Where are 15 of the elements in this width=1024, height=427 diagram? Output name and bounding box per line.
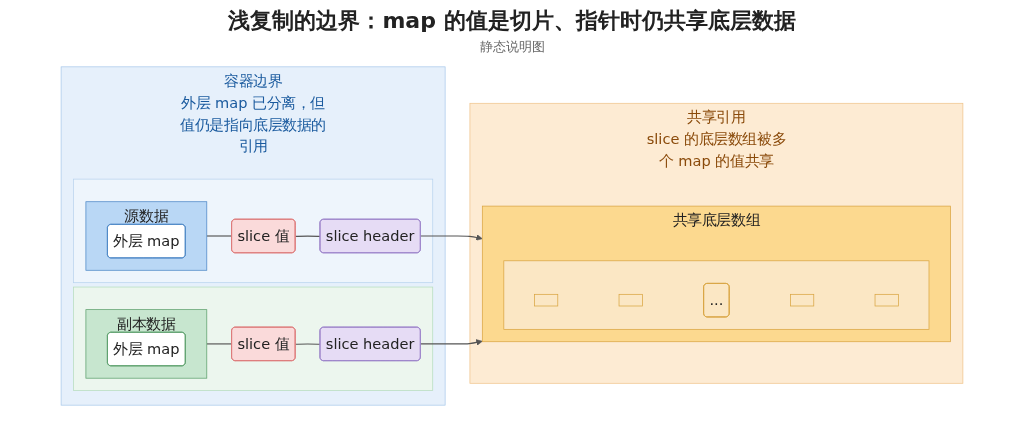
connector — [206, 343, 233, 345]
connector — [294, 343, 321, 345]
connector — [206, 235, 233, 237]
node-box — [534, 293, 559, 307]
cluster — [73, 178, 434, 284]
cluster — [73, 286, 434, 391]
node-box — [874, 293, 899, 307]
node-box — [618, 293, 643, 307]
node-box — [790, 293, 815, 307]
diagram-title: 浅复制的边界：map 的值是切片、指针时仍共享底层数据 — [227, 7, 797, 35]
cluster — [503, 260, 930, 330]
subtitle-note: 静态说明图 — [478, 38, 546, 56]
connector — [294, 235, 321, 237]
arrow — [419, 339, 483, 346]
arrow — [419, 234, 483, 241]
